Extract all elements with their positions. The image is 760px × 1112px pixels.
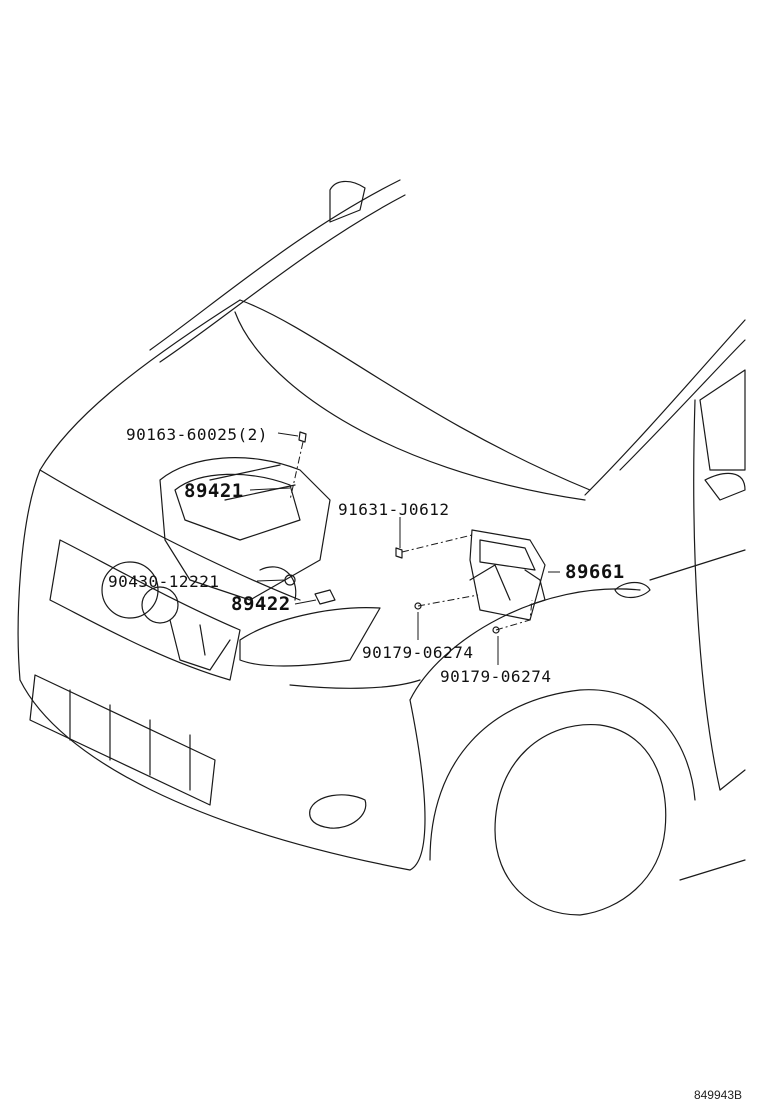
part-number-90179-a: 90179-06274: [362, 643, 474, 662]
part-number-90430: 90430-12221: [108, 572, 220, 591]
engine-control-unit: [469, 529, 546, 621]
hood-outline: [39, 299, 591, 601]
part-number-89422: 89422: [231, 593, 291, 615]
leader-lines: [249, 432, 560, 665]
engine-block: [101, 457, 331, 671]
right-body-side: [584, 319, 746, 791]
figure-code: 849943B: [693, 1088, 742, 1102]
part-number-91631: 91631-J0612: [338, 500, 450, 519]
part-number-90163: 90163-60025(2): [126, 425, 268, 444]
front-fender: [409, 588, 746, 916]
windshield-pillar: [149, 179, 406, 363]
part-number-90179-b: 90179-06274: [440, 667, 552, 686]
assembly-lines: [289, 441, 533, 631]
headlight: [239, 607, 381, 667]
part-number-89661: 89661: [565, 561, 625, 583]
small-parts: [284, 431, 500, 634]
front-bumper: [17, 469, 426, 871]
part-number-89421: 89421: [184, 480, 244, 502]
